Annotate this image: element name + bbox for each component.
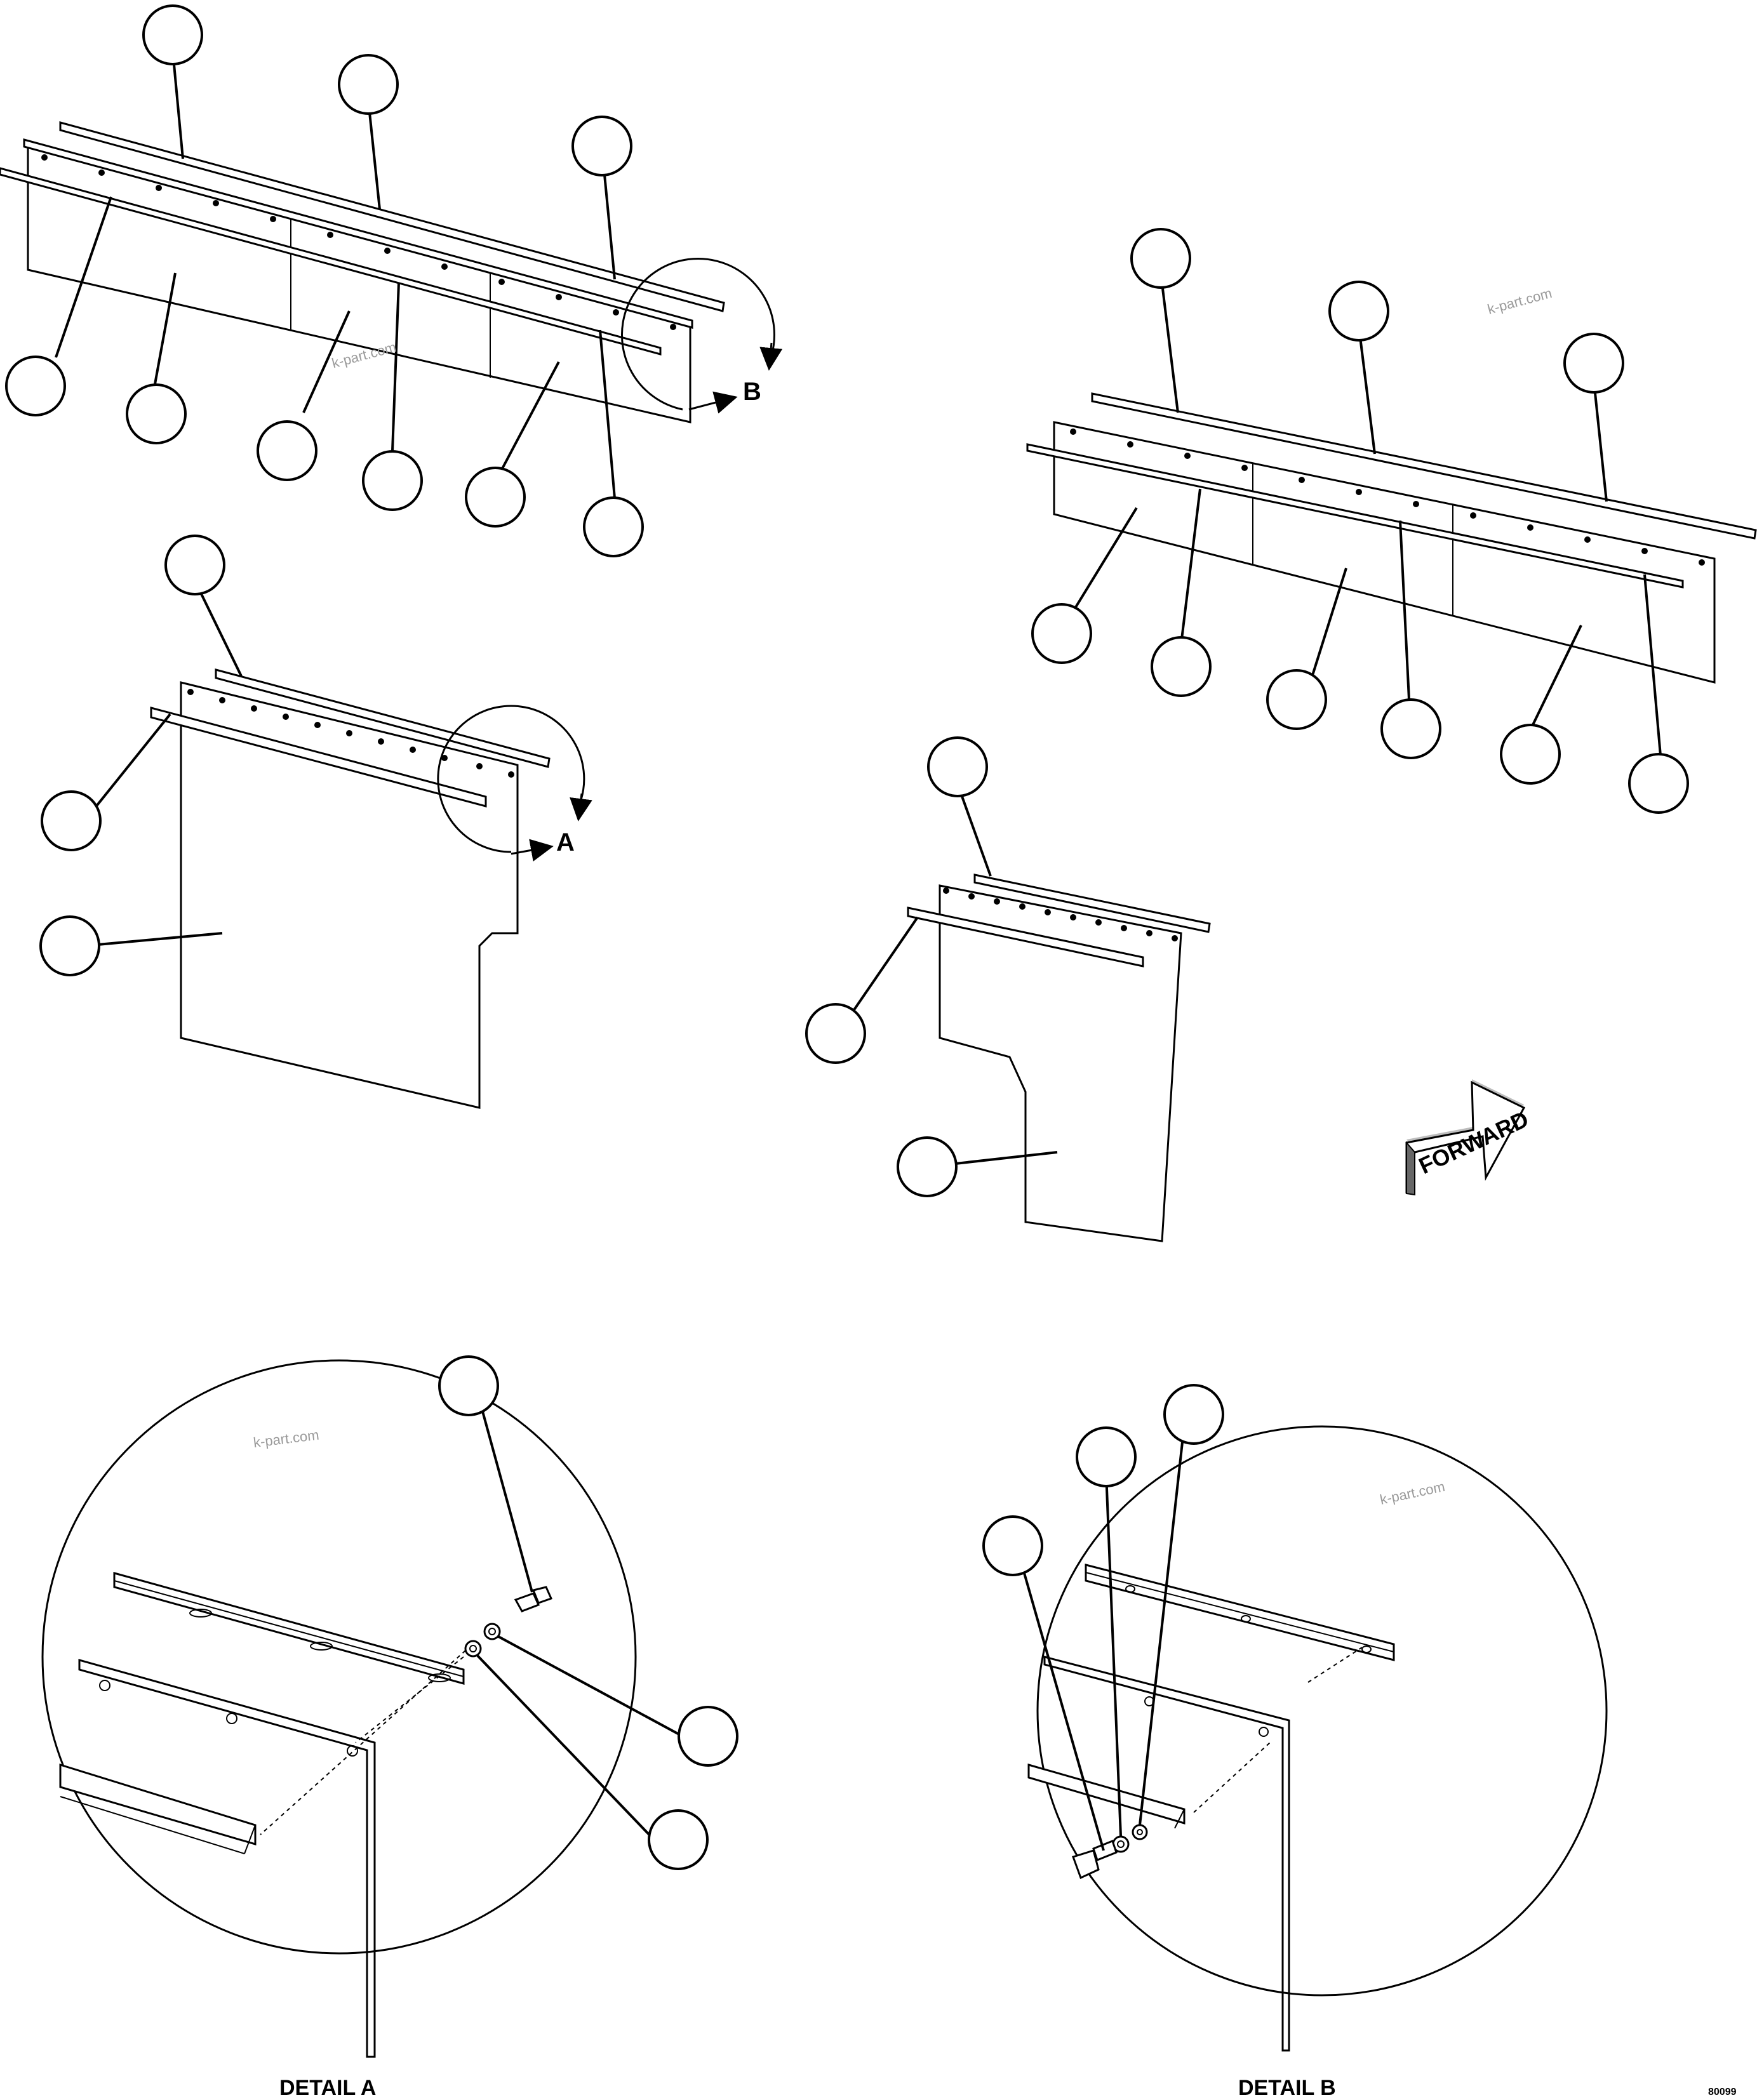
bolt-assembly <box>464 1586 553 1658</box>
callout-bubble <box>362 450 423 511</box>
callout-bubble <box>648 1809 709 1870</box>
retainer-bar <box>150 707 487 807</box>
callout-bubble <box>1031 603 1092 664</box>
callout-bubble <box>927 736 988 797</box>
callout-bubble <box>142 4 203 65</box>
forward-arrow-sign: FORWARD <box>1405 1079 1532 1196</box>
callout-bubble <box>5 356 66 416</box>
callout-bubble <box>164 535 225 595</box>
callout-bubble <box>1130 228 1191 289</box>
view-left-single-flap: A <box>39 535 592 1109</box>
callout-bubble <box>571 116 632 176</box>
flap-panel <box>180 681 519 1109</box>
callout-bubble <box>39 915 100 976</box>
retainer-bar <box>0 167 662 356</box>
figure-id: 80099 <box>1708 2087 1737 2097</box>
detail-callout-a: A <box>556 828 575 856</box>
callout-bubble <box>41 790 102 851</box>
callout-bubble <box>805 1003 866 1064</box>
callout-bubble <box>1151 636 1212 697</box>
retainer-bar <box>59 1763 257 1846</box>
callout-bubble <box>338 54 399 115</box>
detail-a-title: DETAIL A <box>279 2076 376 2100</box>
detail-b-circle <box>1036 1425 1608 1997</box>
watermark: k-part.com <box>1379 1479 1446 1508</box>
mounting-strip <box>215 668 551 768</box>
callout-bubble <box>897 1136 958 1197</box>
detail-a-circle <box>41 1359 637 1955</box>
hole-row <box>1070 429 1705 566</box>
bolt-assembly <box>1072 1824 1148 1880</box>
flap-panel <box>939 884 1182 1242</box>
view-right-single-flap <box>805 736 1211 1242</box>
retainer-bar <box>1026 443 1684 588</box>
detail-b-title: DETAIL B <box>1238 2076 1336 2100</box>
callout-bubble <box>1076 1426 1137 1487</box>
view-top-left-flap-assembly: B k-part.com <box>0 4 783 557</box>
watermark: k-part.com <box>253 1426 320 1450</box>
retainer-bar <box>1027 1764 1186 1825</box>
detail-b-view: k-part.com DETAIL B <box>982 1384 1608 2100</box>
callout-bubble <box>257 420 317 481</box>
callout-bubble <box>982 1515 1043 1576</box>
callout-bubble <box>1163 1384 1224 1445</box>
callout-bubble <box>1500 724 1561 785</box>
callout-bubble <box>438 1355 499 1416</box>
callout-bubble <box>678 1706 738 1767</box>
clamp-bar <box>23 138 693 329</box>
callout-bubble <box>126 383 187 444</box>
callout-bubble <box>1563 333 1624 394</box>
callout-bubble <box>1328 281 1389 342</box>
detail-circle-a <box>437 705 585 853</box>
mounting-strip <box>59 121 725 312</box>
callout-bubble <box>465 467 526 528</box>
callout-bubble <box>1266 669 1327 730</box>
callout-bubble <box>1628 753 1689 814</box>
callout-bubble <box>583 496 644 557</box>
detail-a-view: k-part.com DETAIL A <box>41 1355 738 2100</box>
detail-callout-b: B <box>743 378 761 406</box>
hole-row <box>943 887 1178 941</box>
callout-bubble <box>1380 698 1441 759</box>
flap-panel <box>27 143 691 423</box>
retainer-bar <box>907 907 1144 967</box>
view-top-right-flap-assembly: k-part.com <box>1026 228 1757 814</box>
mounting-strip <box>1091 392 1757 540</box>
detail-circle-b <box>620 258 775 411</box>
hole-row <box>187 689 514 778</box>
mounting-strip <box>973 874 1211 933</box>
watermark: k-part.com <box>1486 285 1554 317</box>
hole-row <box>41 154 676 330</box>
